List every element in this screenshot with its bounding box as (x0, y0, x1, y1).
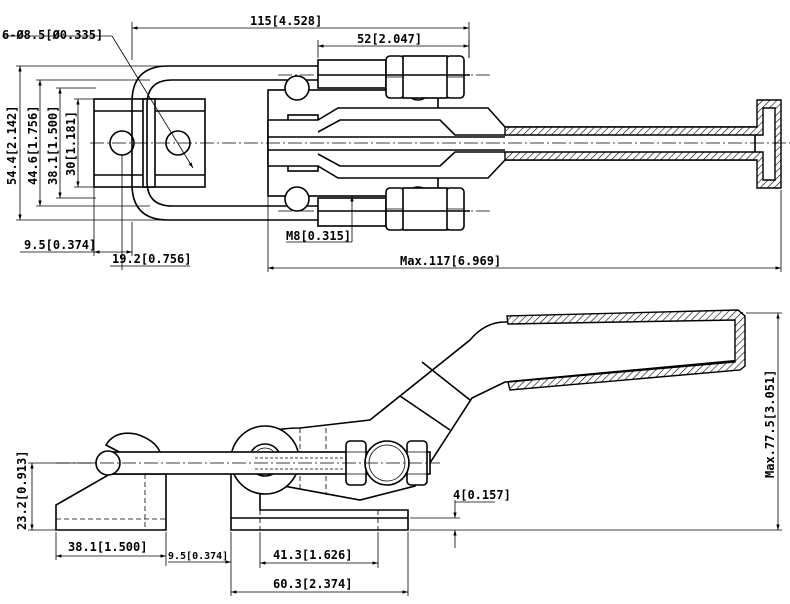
dim-max-height: Max.77.5[3.051] (763, 370, 777, 478)
dim-offset-4: 4[0.157] (453, 488, 511, 502)
dim-gap: 9.5[0.374] (168, 551, 228, 562)
dim-holes: 6-Ø8.5[Ø0.335] (2, 28, 103, 42)
base-hole-bl (284, 186, 310, 212)
dim-base-length: 60.3[2.374] (273, 577, 352, 591)
top-view: 6-Ø8.5[Ø0.335] 115[4.528] 52[2.047] 54.4… (2, 14, 790, 272)
side-keeper (55, 432, 167, 531)
dim-height-outer: 54.4[2.142] (5, 106, 19, 185)
dim-edge-offset: 9.5[0.374] (24, 238, 96, 252)
dim-thread: M8[0.315] (286, 229, 351, 243)
base-hole-tl (284, 75, 310, 101)
dim-base-holes: 41.3[1.626] (273, 548, 352, 562)
top-nuts (318, 55, 470, 231)
side-view: 23.2[0.913] Max.77.5[3.051] 4[0.157] 38.… (15, 309, 782, 596)
dim-bolt-spacing: 52[2.047] (357, 32, 422, 46)
dim-hole-offset: 19.2[0.756] (112, 252, 191, 266)
dim-overall-length: 115[4.528] (250, 14, 322, 28)
top-handle (267, 99, 782, 189)
dim-keeper-height: 23.2[0.913] (15, 451, 29, 530)
dim-max-length: Max.117[6.969] (400, 254, 501, 268)
dim-keeper-length: 38.1[1.500] (68, 540, 147, 554)
top-grip (504, 99, 782, 189)
dim-height-mid: 44.6[1.756] (26, 106, 40, 185)
side-grip (506, 309, 746, 391)
dim-height-inner: 38.1[1.500] (46, 106, 60, 185)
dim-height-slot: 30[1.181] (64, 111, 78, 176)
